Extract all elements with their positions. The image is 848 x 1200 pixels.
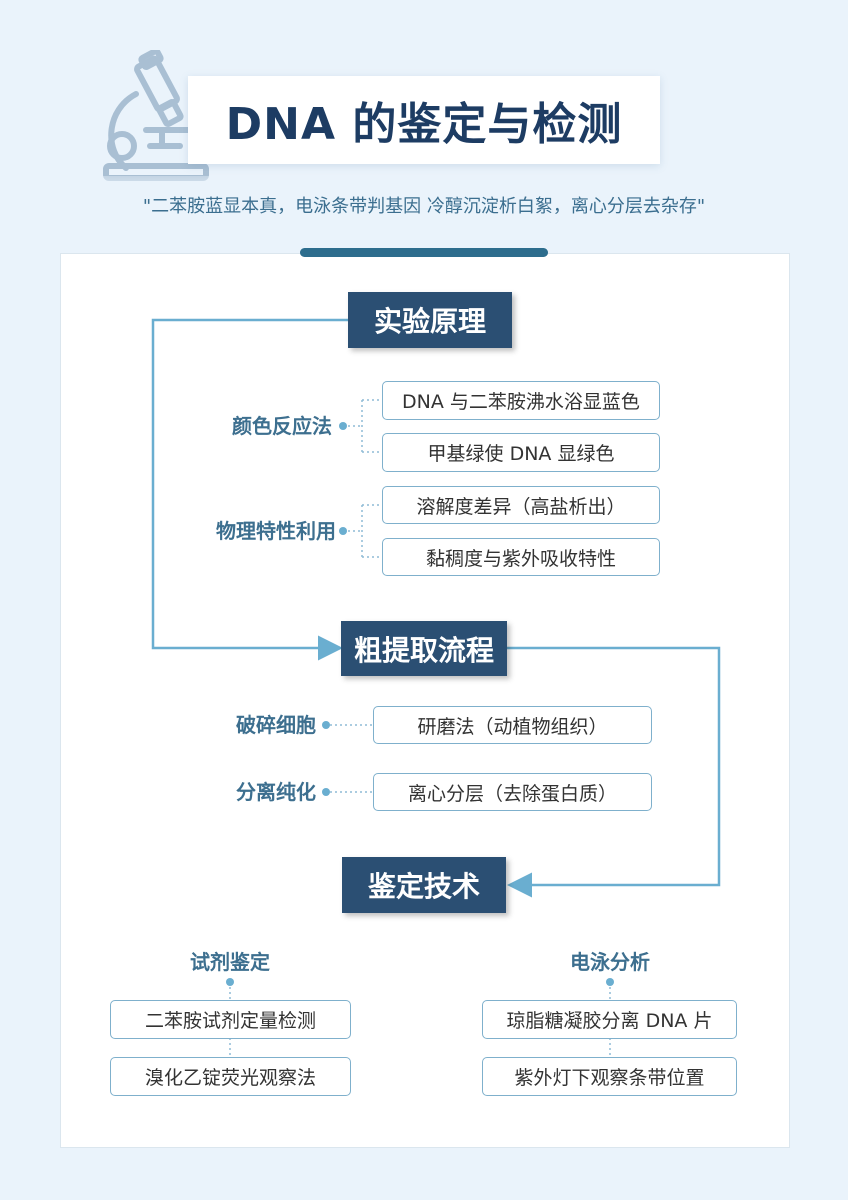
identification-heading: 鉴定技术 xyxy=(342,857,506,913)
item-ethidium-bromide: 溴化乙锭荧光观察法 xyxy=(110,1057,351,1096)
item-methyl-green: 甲基绿使 DNA 显绿色 xyxy=(382,433,660,472)
item-solubility: 溶解度差异（高盐析出） xyxy=(382,486,660,524)
microscope-icon xyxy=(103,50,211,181)
item-agarose-gel: 琼脂糖凝胶分离 DNA 片 xyxy=(482,1000,737,1039)
principle-heading: 实验原理 xyxy=(348,292,512,348)
page-title: DNA 的鉴定与检测 xyxy=(225,99,623,150)
item-grinding: 研磨法（动植物组织） xyxy=(373,706,652,744)
category-color-reaction: 颜色反应法 xyxy=(232,414,332,438)
extraction-heading: 粗提取流程 xyxy=(341,621,507,676)
title-box: DNA 的鉴定与检测 xyxy=(188,76,660,164)
category-cell-disruption: 破碎细胞 xyxy=(236,713,316,737)
subtitle: "二苯胺蓝显本真，电泳条带判基因 冷醇沉淀析白絮，离心分层去杂存" xyxy=(142,196,706,217)
principle-heading-text: 实验原理 xyxy=(373,305,486,338)
category-separation: 分离纯化 xyxy=(236,780,316,804)
item-uv-bands: 紫外灯下观察条带位置 xyxy=(482,1057,737,1096)
identification-heading-text: 鉴定技术 xyxy=(367,870,480,903)
extraction-heading-text: 粗提取流程 xyxy=(353,633,494,667)
item-centrifugation: 离心分层（去除蛋白质） xyxy=(373,773,652,811)
category-physical-properties: 物理特性利用 xyxy=(216,519,336,543)
item-diphenylamine-quant: 二苯胺试剂定量检测 xyxy=(110,1000,351,1039)
item-diphenylamine-blue: DNA 与二苯胺沸水浴显蓝色 xyxy=(382,381,660,420)
item-viscosity-uv: 黏稠度与紫外吸收特性 xyxy=(382,538,660,576)
card-accent-bar xyxy=(300,248,548,257)
category-reagent: 试剂鉴定 xyxy=(190,950,270,974)
category-electrophoresis: 电泳分析 xyxy=(570,950,650,974)
